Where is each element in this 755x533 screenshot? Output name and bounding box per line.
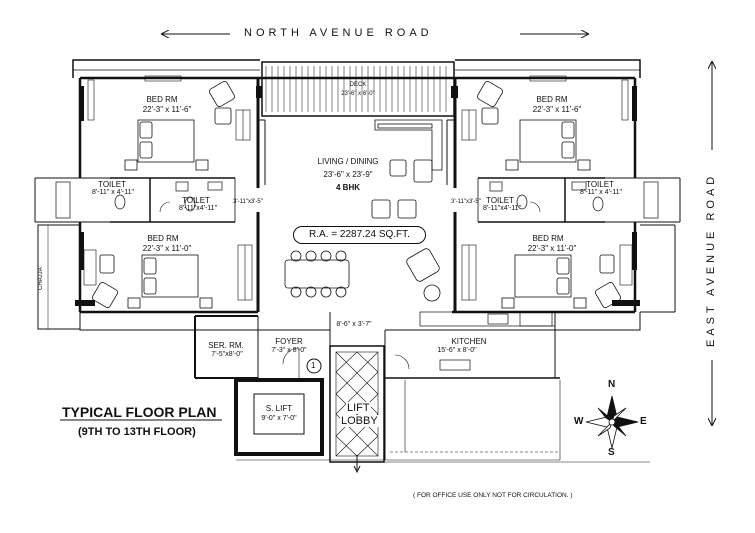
wardrobes [83, 109, 633, 301]
foyer-dim: 7'-3" x 8'-0" [271, 347, 307, 354]
bed-nw-dim: 22'-3" x 11'-6" [142, 105, 192, 114]
compass-north: N [608, 379, 616, 390]
deck-dim: 23'-6" x 6'-0" [341, 91, 375, 97]
kitchen-counter [419, 311, 556, 371]
toilet-e1-dim: 8'-11"x4'-11" [482, 205, 522, 212]
passage-w-dim: 3'-11"x3'-5" [233, 199, 263, 205]
corridor [236, 380, 650, 463]
s-lift-dim: 9'-0" x 7'-0" [261, 415, 297, 422]
compass-rose [585, 395, 639, 449]
toilet-e1-label: TOILET [486, 196, 514, 205]
toilet-w1-dim: 8'-11" x 4'-11" [91, 189, 135, 196]
north-road-label: NORTH AVENUE ROAD [244, 27, 433, 39]
lift-lobby-line2: LOBBY [340, 415, 379, 427]
living-furniture [284, 119, 443, 302]
toilet-w1-label: TOILET [98, 180, 126, 189]
foyer-passage-dim: 8'-6" x 3'-7" [336, 321, 372, 328]
beds [124, 119, 591, 309]
toilet-fixtures [55, 181, 659, 219]
deck [261, 61, 455, 117]
bed-se-dim: 22'-3" x 11'-0" [527, 244, 577, 253]
toilet-e2-dim: 8'-11" x 4'-11" [579, 189, 623, 196]
armchairs [92, 81, 621, 308]
office-use-note: ( FOR OFFICE USE ONLY NOT FOR CIRCULATIO… [413, 492, 573, 499]
section-marker-number: 1 [311, 361, 316, 370]
lift-lobby [329, 345, 385, 474]
window-sills [87, 75, 629, 121]
section-marker [306, 358, 322, 374]
kitchen-label: KITCHEN [451, 337, 487, 346]
toilet-w2-dim: 8'-11"x4'-11" [178, 205, 218, 212]
east-road-label: EAST AVENUE ROAD [705, 172, 717, 347]
deck-label: DECK [349, 82, 367, 88]
toilet-w2-label: TOILET [182, 196, 210, 205]
ser-rm-dim: 7'-5"x8'-0" [211, 351, 243, 358]
ser-rm-label: SER. RM. [208, 341, 244, 350]
bed-ne-label: BED RM [536, 95, 568, 104]
living-label: LIVING / DINING [317, 157, 379, 166]
bed-nw-label: BED RM [146, 95, 178, 104]
lift-lobby-line1: LIFT [346, 402, 371, 414]
plan-subtitle: (9TH TO 13TH FLOOR) [78, 426, 196, 438]
service-lift [234, 378, 324, 456]
chajja-label: CHAJJA [38, 267, 44, 290]
toilet-e2-label: TOILET [586, 180, 614, 189]
compass-south: S [608, 447, 615, 458]
door-swings [159, 201, 541, 378]
bed-sw-label: BED RM [147, 234, 179, 243]
bed-se-label: BED RM [532, 234, 564, 243]
bed-ne-dim: 22'-3" x 11'-6" [532, 105, 582, 114]
living-dim: 23'-6" x 23'-9" [323, 170, 373, 179]
area-badge: R.A. = 2287.24 SQ.FT. [293, 226, 426, 244]
compass-east: E [640, 416, 647, 427]
apartment-type: 4 BHK [335, 183, 361, 192]
s-lift-label: S. LIFT [265, 404, 293, 413]
compass-west: W [574, 416, 584, 427]
kitchen-dim: 15'-6" x 8'-0" [437, 347, 477, 354]
plan-title: TYPICAL FLOOR PLAN [62, 404, 217, 420]
bed-sw-dim: 22'-3" x 11'-0" [142, 244, 192, 253]
foyer-label: FOYER [275, 337, 303, 346]
windows [75, 86, 640, 306]
passage-e-dim: 3'-11"x3'-5" [451, 199, 481, 205]
